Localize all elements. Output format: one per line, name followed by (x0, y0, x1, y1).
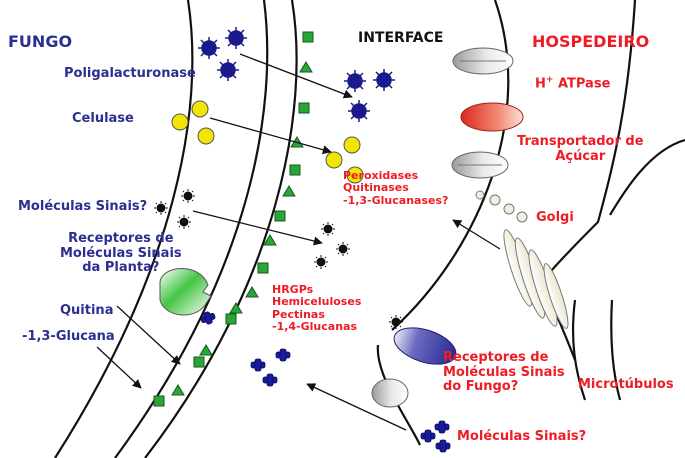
signal-molecule (321, 222, 335, 236)
blue-molecule-clusters (200, 311, 451, 453)
label-glucana: -1,3-Glucana (22, 329, 115, 344)
pg-particle (348, 100, 370, 122)
signal-molecules (154, 189, 403, 329)
signal-molecule (177, 215, 191, 229)
chitin-square (225, 313, 237, 325)
glucan-triangle (245, 286, 259, 298)
cellulase-particle (343, 136, 361, 154)
blue-molecule (250, 358, 266, 372)
arrow-cellulase (209, 117, 332, 155)
label-transportador: Transportador de Açúcar (517, 134, 644, 164)
label-quitina: Quitina (60, 303, 114, 318)
chitin-square (302, 31, 314, 43)
label-hrgps: HRGPs Hemiceluloses Pectinas -1,4-Glucan… (272, 283, 362, 333)
label-poligalacturonase: Poligalacturonase (64, 66, 196, 81)
blue-molecule (275, 348, 291, 362)
microtubule-line-1 (571, 299, 587, 401)
header-interface: INTERFACE (358, 30, 444, 46)
fungal-wall-inner (54, 0, 194, 458)
plant-wall-inner (144, 0, 298, 458)
arrow-golgi-vesicles (452, 219, 501, 250)
glucan-triangles (171, 61, 313, 396)
blue-molecule (435, 439, 451, 453)
label-receptores-fungo: Receptores de Moléculas Sinais do Fungo? (443, 350, 565, 395)
cellulase-particle (346, 166, 364, 184)
microtubule-line-2 (610, 299, 622, 401)
cellulase-particle (325, 151, 343, 169)
header-hospedeiro: HOSPEDEIRO (532, 32, 650, 51)
blue-molecule (200, 311, 216, 325)
glucan-triangle (229, 302, 243, 314)
golgi-vesicles (475, 190, 528, 223)
label-h-atpase: H+ ATPase (535, 75, 610, 92)
arrow-host-signal (306, 383, 407, 431)
chitin-square (257, 262, 269, 274)
host-receptor-lower (371, 378, 409, 408)
label-celulase: Celulase (72, 111, 134, 126)
golgi-apparatus (503, 229, 569, 329)
blue-molecule (434, 420, 450, 434)
blue-molecule (420, 429, 436, 443)
pg-particle (373, 69, 395, 91)
polygalacturonase-particles (198, 27, 395, 122)
cell-wall-right (609, 138, 685, 216)
h-atpase-atpase: ATPase (553, 76, 611, 92)
blue-molecule (262, 373, 278, 387)
signal-molecule (181, 189, 195, 203)
fungal-wall-outer (114, 0, 269, 458)
pg-particle (217, 59, 239, 81)
arrow-polygalacturonase (239, 53, 353, 99)
plant-signal-receptor (159, 268, 212, 316)
chitin-square (193, 356, 205, 368)
label-peroxidases: Peroxidases Quitinases -1,3-Glucanases? (343, 169, 449, 207)
arrows (96, 53, 501, 431)
arrow-glucana (96, 346, 142, 389)
cellulase-particles (171, 100, 364, 184)
cellulase-particle (191, 100, 209, 118)
chitin-square (274, 210, 286, 222)
cellulase-particle (197, 127, 215, 145)
sugar-transporter-protein (460, 102, 524, 132)
h-atpase-plus: + (545, 75, 554, 85)
glucan-triangle (171, 384, 185, 396)
vacuole-line (544, 0, 637, 279)
cellulase-particle (171, 113, 189, 131)
glucan-triangle (199, 344, 213, 356)
glucan-triangle (299, 61, 313, 73)
glucan-triangle (263, 234, 277, 246)
arrow-quitina (116, 305, 181, 365)
glucan-triangle (282, 185, 296, 197)
signal-molecule (154, 201, 168, 215)
fungal-signal-receptor (393, 327, 457, 365)
label-microtubulos: Microtúbulos (578, 377, 674, 392)
label-moleculas-sinais-fungo: Moléculas Sinais? (18, 199, 148, 214)
arrow-signal-molecules (192, 210, 323, 246)
chitin-squares (153, 31, 314, 407)
plant-membrane (391, 0, 510, 331)
label-moleculas-sinais-hospedeiro: Moléculas Sinais? (457, 429, 587, 444)
chitin-square (298, 102, 310, 114)
chitin-square (289, 164, 301, 176)
pg-particle (344, 70, 366, 92)
signal-molecule (314, 255, 328, 269)
label-receptores-planta: Receptores de Moléculas Sinais da Planta… (60, 231, 182, 276)
signal-molecule (336, 242, 350, 256)
pg-particle (225, 27, 247, 49)
chitin-square (153, 395, 165, 407)
pg-particle (198, 37, 220, 59)
header-fungo: FUNGO (8, 32, 73, 51)
h-atpase-h: H (535, 76, 546, 92)
signal-molecule (389, 315, 403, 329)
label-golgi: Golgi (536, 210, 574, 225)
